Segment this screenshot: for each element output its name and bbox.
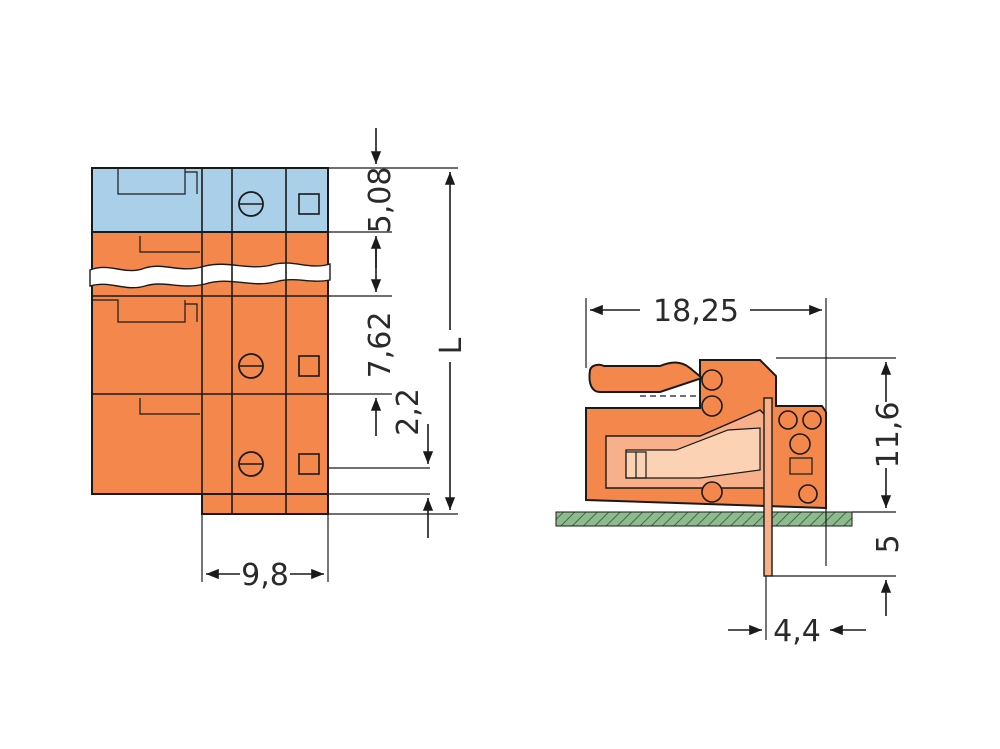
dim-pin: 5	[871, 534, 906, 553]
front-view	[89, 167, 331, 515]
top-module	[91, 167, 329, 233]
side-view	[555, 359, 853, 577]
break-line	[89, 262, 331, 289]
test-slot-icon	[298, 193, 320, 215]
dim-pitch: 5,08	[363, 167, 398, 234]
module-foot	[201, 493, 329, 515]
screw-icon	[238, 191, 264, 217]
screw-icon	[778, 410, 798, 430]
screw-icon	[802, 410, 822, 430]
screw-icon	[701, 481, 723, 503]
dim-pitch2: 7,62	[363, 312, 398, 379]
test-slot-icon	[298, 453, 320, 475]
screw-icon	[701, 395, 723, 417]
dim-length: L	[434, 337, 469, 354]
dim-width: 9,8	[241, 558, 289, 593]
screw-icon	[789, 433, 811, 455]
screw-icon	[238, 353, 264, 379]
dim-offset: 2,2	[391, 388, 426, 436]
latch-lever	[588, 361, 705, 393]
front-dimensions: 5,08 7,62 2,2 L 9,8	[201, 128, 469, 593]
pcb	[555, 511, 853, 527]
test-slot-icon	[298, 355, 320, 377]
dim-pin-offset: 4,4	[773, 614, 821, 649]
dim-height: 11,6	[871, 402, 906, 469]
screw-icon	[701, 369, 723, 391]
module-lower	[91, 277, 329, 495]
dim-depth: 18,25	[653, 294, 739, 329]
screw-icon	[238, 451, 264, 477]
solder-pin	[763, 397, 773, 577]
screw-icon	[798, 484, 818, 504]
side-dimensions: 18,25 11,6 5 4,4	[585, 294, 906, 649]
